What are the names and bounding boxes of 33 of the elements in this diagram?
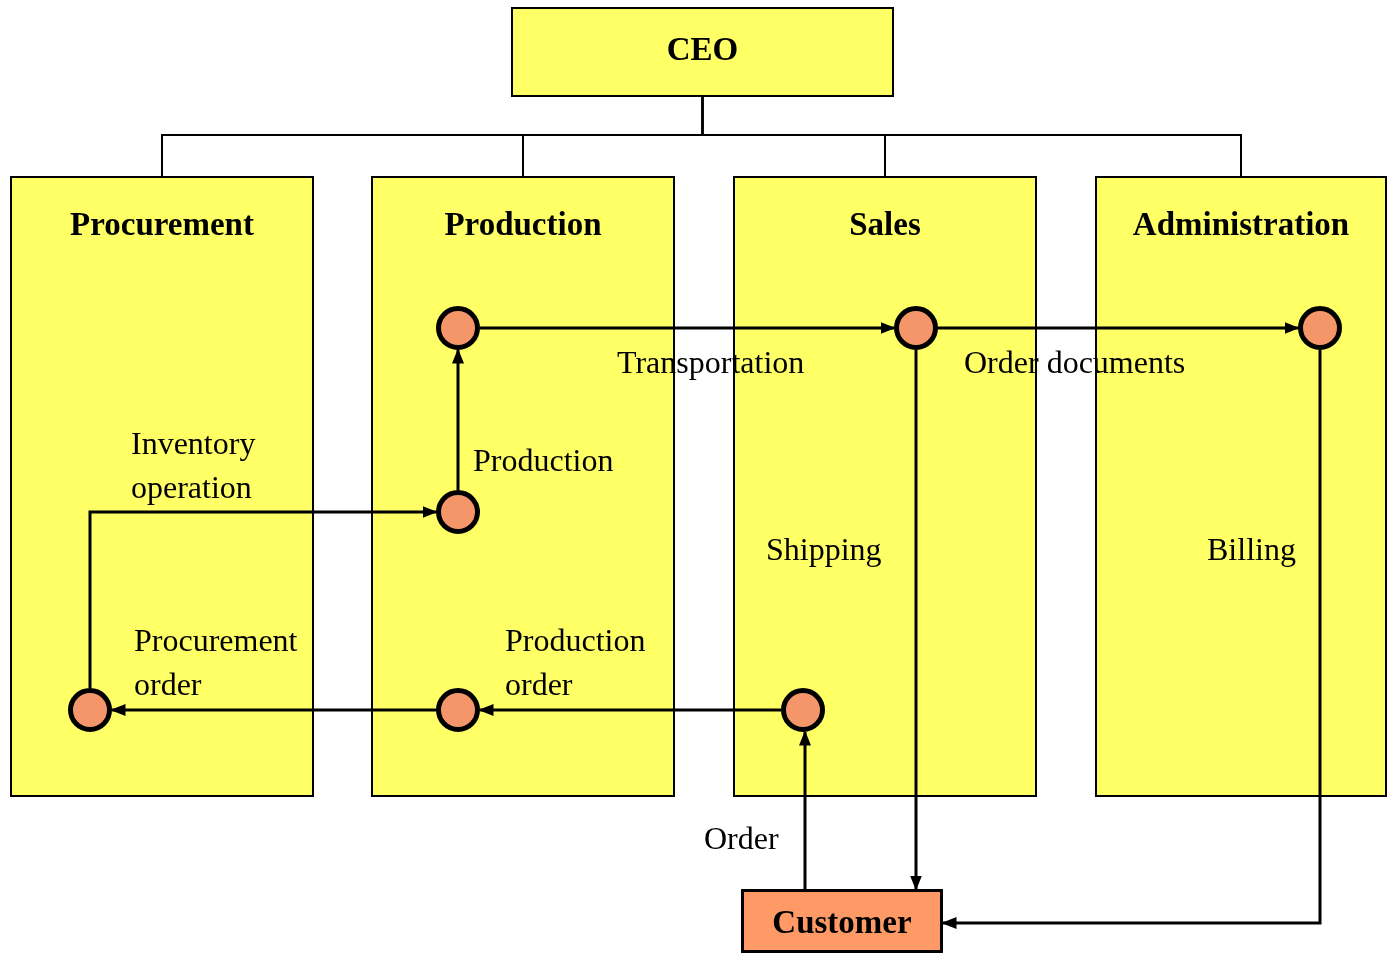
heading: Production xyxy=(443,206,603,243)
department-column xyxy=(10,176,314,797)
edge-label: Production order xyxy=(505,621,647,704)
process-circle xyxy=(781,688,825,732)
arrow xyxy=(941,350,1322,929)
heading: Sales xyxy=(848,206,922,243)
edge-label: Order xyxy=(704,819,780,858)
process-circle xyxy=(68,688,112,732)
customer-box xyxy=(741,889,943,953)
process-circle xyxy=(894,306,938,350)
arrow xyxy=(938,322,1300,334)
heading: Administration xyxy=(1131,206,1351,243)
edge-label: Inventory operation xyxy=(131,424,257,507)
process-circle xyxy=(436,306,480,350)
edge-label: Shipping xyxy=(766,530,883,569)
executive-box xyxy=(511,7,894,97)
edge-label: Procurement order xyxy=(134,621,299,704)
arrow xyxy=(478,704,781,716)
process-circle xyxy=(436,688,480,732)
heading: Customer xyxy=(771,904,913,941)
arrow xyxy=(480,322,896,334)
edge-label: Production xyxy=(473,441,615,480)
edge-label: Billing xyxy=(1207,530,1297,569)
heading: Procurement xyxy=(69,206,255,243)
arrow xyxy=(110,704,436,716)
heading: CEO xyxy=(665,31,740,68)
arrow xyxy=(799,730,811,889)
process-circle xyxy=(436,490,480,534)
connector-line xyxy=(701,96,1242,177)
arrow xyxy=(910,350,922,891)
arrow xyxy=(452,348,464,490)
arrow xyxy=(88,506,438,688)
process-circle xyxy=(1298,306,1342,350)
